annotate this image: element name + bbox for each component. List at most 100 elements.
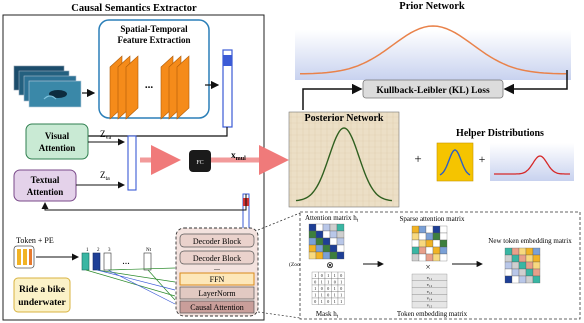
feature-ellipsis: ... (145, 79, 154, 91)
matrix-cell (308, 244, 317, 253)
prompt-box (13, 277, 71, 313)
matrix-cell (308, 230, 317, 239)
mask-value: 0 (334, 280, 336, 285)
mask-label: Mask ht (316, 310, 339, 320)
mask-value: 1 (327, 280, 329, 285)
extractor-title: Causal Semantics Extractor (71, 3, 197, 14)
textual-attention-label-1: Textual (31, 175, 60, 185)
fc-block (189, 150, 211, 172)
embedding-row-label: v₁₅ (427, 302, 433, 307)
token-ellipsis: ... (122, 256, 130, 267)
z-va-label: Zva (100, 129, 112, 141)
mask-value: 1 (334, 286, 336, 291)
ffn-label: FFN (210, 275, 225, 284)
helper-curve-2 (494, 155, 570, 175)
matrix-cell (336, 237, 345, 246)
matrix-cell (315, 251, 324, 260)
matrix-cell (322, 237, 331, 246)
matrix-cell (525, 275, 534, 284)
matrix-cell (418, 246, 427, 255)
matrix-cell (525, 261, 534, 270)
mask-value: 0 (327, 293, 329, 298)
feature-extraction-title-1: Spatial-Temporal (120, 24, 188, 34)
embedding-row-label: v₁₃ (427, 289, 433, 294)
mask-value: 1 (321, 293, 323, 298)
mask-value: 0 (314, 299, 316, 304)
matrix-cell (439, 253, 448, 262)
embedding-row (411, 301, 448, 309)
mask-value: 0 (321, 286, 323, 291)
feature-blocks (109, 55, 190, 120)
matrix-cell (504, 275, 513, 284)
mask-value: 1 (340, 280, 342, 285)
matrix-cell (511, 247, 520, 256)
matrix-cell (532, 247, 541, 256)
zoom-lines (257, 212, 301, 319)
mask-value: 1 (314, 286, 316, 291)
feature-extraction-title-2: Feature Extraction (117, 35, 190, 45)
token-number-nt: Nt (146, 248, 152, 253)
new-embedding-label: New token embedding matrix (488, 237, 572, 245)
posterior-panel (288, 111, 400, 208)
attention-matrix (308, 223, 345, 260)
token-embedding-label: Token embedding matrix (397, 310, 468, 318)
fc-label: FC (196, 160, 203, 166)
token-pe-label: Token + PE (16, 236, 54, 245)
matrix-cell (525, 247, 534, 256)
mask-value: 0 (340, 273, 342, 278)
matrix-cell (411, 232, 420, 241)
token-connector-lines (85, 267, 176, 301)
new-embedding-matrix (504, 247, 541, 284)
matrix-cell (315, 237, 324, 246)
helper-curve-1 (439, 149, 471, 176)
matrix-cell (425, 253, 434, 262)
visual-attention-box (25, 123, 89, 160)
matrix-cell (532, 254, 541, 263)
posterior-title: Posterior Network (305, 113, 384, 124)
matrix-cell (504, 254, 513, 263)
matrix-cell (525, 254, 534, 263)
matrix-cell (511, 268, 520, 277)
matrix-cell (532, 261, 541, 270)
token-input-icon (13, 245, 35, 269)
token-number-1: 1 (86, 248, 89, 253)
matrix-cell (518, 268, 527, 277)
prompt-line-2: underwater (18, 298, 66, 308)
embedding-row-label: v₁₂ (427, 282, 433, 287)
matrix-cell (329, 251, 338, 260)
prior-gradient (295, 30, 571, 80)
textual-attention-label-2: Attention (27, 187, 64, 197)
prior-to-kl-arrow (503, 70, 568, 95)
mask-value: 1 (340, 299, 342, 304)
matrix-cell (418, 253, 427, 262)
matrix-cell (329, 230, 338, 239)
matrix-cell (432, 253, 441, 262)
mask-value: 0 (327, 299, 329, 304)
layernorm-block (179, 286, 255, 300)
embedding-row-label: v₁₁ (427, 275, 433, 280)
attention-matrix-label: Attention matrix ht (305, 214, 359, 224)
matrix-cell (418, 225, 427, 234)
mask-value: 1 (334, 293, 336, 298)
matrix-cell (322, 244, 331, 253)
times-symbol: × (425, 262, 430, 272)
matrix-cell (322, 223, 331, 232)
plus-sign-2: + (479, 152, 486, 166)
decoder-block-2 (179, 250, 255, 265)
mask-value: 0 (321, 273, 323, 278)
matrix-cell (511, 275, 520, 284)
plus-sign-1: + (414, 151, 421, 166)
matrix-cell (322, 251, 331, 260)
matrix-cell (336, 223, 345, 232)
matrix-cell (425, 246, 434, 255)
matrix-cell (511, 254, 520, 263)
mask-value: 1 (334, 273, 336, 278)
matrix-cell (432, 239, 441, 248)
decoder-ellipsis: ... (214, 263, 220, 272)
token-number-2: 2 (97, 248, 100, 253)
matrix-cell (525, 268, 534, 277)
matrix-cell (425, 239, 434, 248)
matrix-cell (504, 247, 513, 256)
matrix-cell (439, 239, 448, 248)
